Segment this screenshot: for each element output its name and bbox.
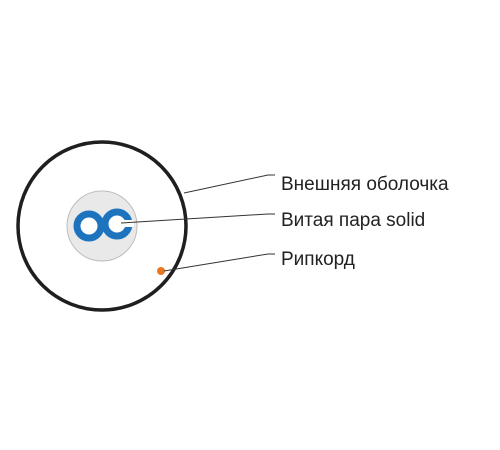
leader-ripcord <box>163 253 275 272</box>
ripcord-dot <box>157 267 165 275</box>
conductor-left <box>73 210 105 242</box>
label-twisted-pair: Витая пара solid <box>281 210 425 231</box>
label-outer-jacket: Внешняя оболочка <box>281 174 449 195</box>
conductor-right-notch <box>124 220 134 227</box>
leader-twisted-pair <box>120 213 275 224</box>
twisted-pair-conductors <box>73 208 134 242</box>
leader-outer-jacket <box>183 174 275 194</box>
label-ripcord: Рипкорд <box>281 249 355 270</box>
